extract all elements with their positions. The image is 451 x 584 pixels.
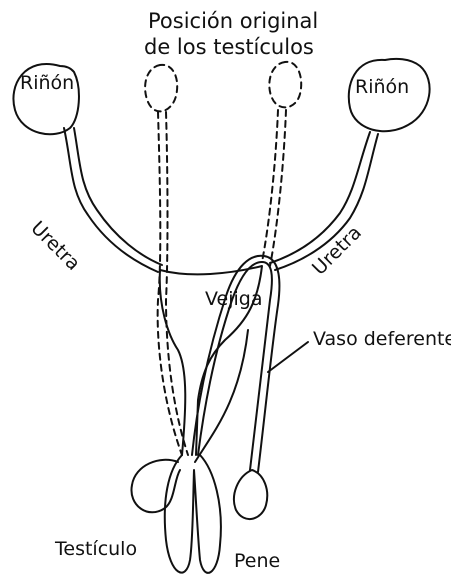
vas-deferens-label: Vaso deferente: [313, 328, 451, 350]
original-testis-left: [145, 65, 177, 112]
kidney-left-label: Riñón: [20, 72, 74, 94]
vas-deferens-pointer: [268, 342, 308, 372]
title-line-2: de los testículos: [144, 35, 314, 59]
kidney-right-label: Riñón: [355, 76, 409, 98]
bladder-label: Vejiga: [205, 288, 262, 310]
testicle-right: [234, 470, 267, 519]
ureter-left-label: Uretra: [26, 217, 84, 275]
testicle-label: Testículo: [54, 538, 137, 560]
original-testis-right: [269, 62, 301, 108]
title-line-1: Posición original: [148, 9, 318, 33]
penis: [165, 455, 221, 573]
penis-label: Pene: [234, 550, 280, 572]
